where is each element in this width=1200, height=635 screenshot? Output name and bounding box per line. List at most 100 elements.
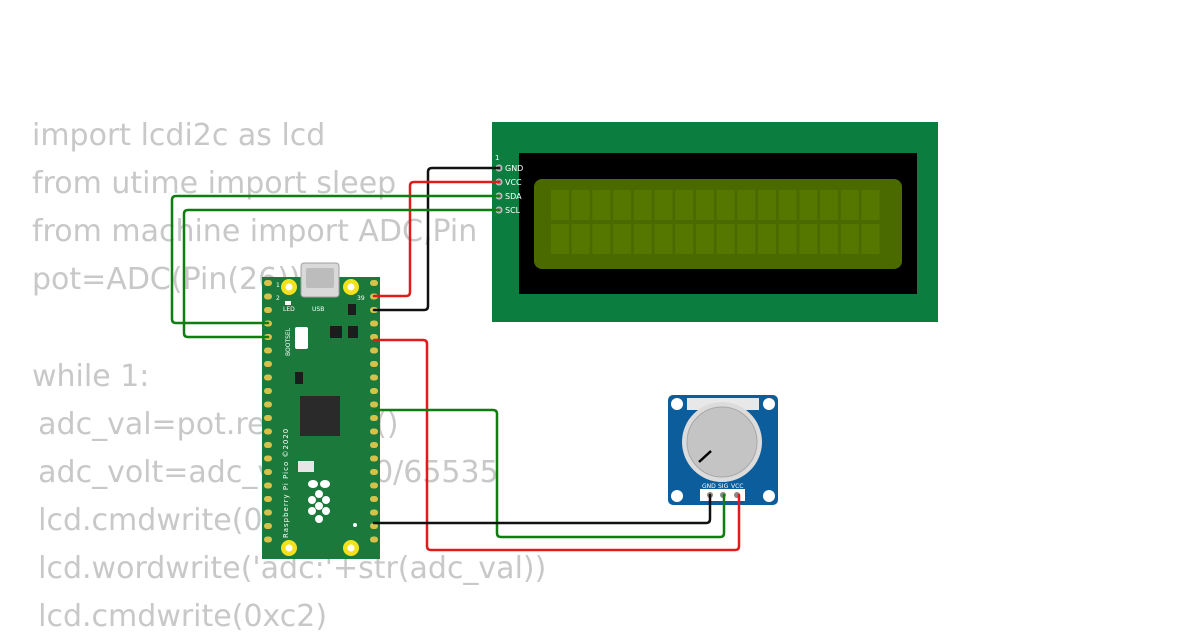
pin-number: 39 xyxy=(357,295,365,302)
header-pin[interactable] xyxy=(264,482,272,489)
header-pin[interactable] xyxy=(370,442,378,448)
smd-component xyxy=(295,372,303,384)
header-pin[interactable] xyxy=(264,280,272,286)
header-pin[interactable] xyxy=(370,388,378,394)
lcd-cell xyxy=(716,190,735,220)
header-pin[interactable] xyxy=(264,523,272,529)
lcd-cell xyxy=(571,224,590,254)
lcd-cell xyxy=(737,190,756,220)
pico-pin-rows xyxy=(264,280,378,543)
led-label: LED xyxy=(283,306,295,313)
bootsel-label: BOOTSEL xyxy=(285,327,292,356)
header-pin[interactable] xyxy=(264,347,272,354)
header-pin[interactable] xyxy=(264,536,272,543)
code-line: pot=ADC(Pin(26)) xyxy=(32,262,301,297)
header-pin[interactable] xyxy=(370,509,378,516)
lcd-pin-label: VCC xyxy=(505,178,522,187)
test-point xyxy=(353,523,357,527)
flash-chip xyxy=(298,461,314,472)
header-pin[interactable] xyxy=(370,401,378,408)
lcd-cell xyxy=(758,190,776,220)
header-pin[interactable] xyxy=(264,442,272,448)
lcd-cell xyxy=(716,224,735,254)
code-line: from machine import ADC,Pin xyxy=(32,214,478,249)
usb-connector-inner xyxy=(306,268,334,288)
header-pin[interactable] xyxy=(264,293,272,300)
led xyxy=(285,301,291,305)
header-pin[interactable] xyxy=(370,523,378,529)
raspberry-logo-icon xyxy=(308,480,330,523)
pin-number: 2 xyxy=(276,295,280,302)
lcd-cell xyxy=(592,190,611,220)
header-pin[interactable] xyxy=(264,374,272,381)
header-pin[interactable] xyxy=(370,280,378,286)
smd-component xyxy=(330,326,342,338)
code-line: lcd.cmdwrite(0xc2) xyxy=(0,599,328,634)
lcd-cell xyxy=(820,190,839,220)
wire-gnd-pot[interactable] xyxy=(372,493,712,525)
rp2040-chip xyxy=(300,396,340,436)
lcd-cell xyxy=(654,190,673,220)
header-pin[interactable] xyxy=(264,415,272,421)
header-pin[interactable] xyxy=(370,455,378,462)
pin-number: 1 xyxy=(276,282,280,289)
lcd-pin-label: SDA xyxy=(505,192,522,201)
lcd-cell xyxy=(737,224,756,254)
lcd-character-cells xyxy=(551,190,880,254)
raspberry-pi-pico[interactable]: LED USB 1 2 39 BOOTSEL Raspberry Pi Pico… xyxy=(262,262,380,559)
header-pin[interactable] xyxy=(370,536,378,543)
lcd-cell xyxy=(571,190,590,220)
smd-component xyxy=(348,304,356,315)
code-line: while 1: xyxy=(32,359,150,394)
wire-gnd-lcd[interactable] xyxy=(372,166,501,312)
lcd-cell xyxy=(840,190,859,220)
header-pin[interactable] xyxy=(264,469,272,475)
lcd-cell xyxy=(799,190,818,220)
potentiometer-module[interactable]: GND SIG VCC xyxy=(668,395,778,505)
code-line: import lcdi2c as lcd xyxy=(32,118,326,153)
header-pin[interactable] xyxy=(264,455,272,462)
header-pin[interactable] xyxy=(370,496,378,502)
wire-sda-lcd[interactable] xyxy=(170,194,501,325)
header-pin[interactable] xyxy=(264,361,272,367)
header-pin[interactable] xyxy=(370,482,378,489)
header-pin[interactable] xyxy=(370,469,378,475)
header-pin[interactable] xyxy=(370,374,378,381)
lcd-pin1-marker: 1 xyxy=(495,154,499,162)
lcd-cell xyxy=(675,190,694,220)
lcd-cell xyxy=(654,224,673,254)
header-pin[interactable] xyxy=(370,361,378,367)
pot-knob[interactable] xyxy=(686,406,758,478)
smd-component xyxy=(348,326,358,338)
lcd-pin-label: GND xyxy=(505,164,523,173)
pot-pin-label: VCC xyxy=(731,483,743,490)
header-pin[interactable] xyxy=(264,307,272,313)
header-pin[interactable] xyxy=(264,401,272,408)
wire-sig-pot[interactable] xyxy=(372,408,726,539)
lcd-cell xyxy=(778,224,797,254)
lcd-module[interactable]: 1 GND VCC SDA SCL xyxy=(492,122,938,322)
lcd-cell xyxy=(613,224,632,254)
lcd-cell xyxy=(861,190,880,220)
wires xyxy=(170,166,741,552)
bootsel-button[interactable] xyxy=(295,327,308,349)
header-pin[interactable] xyxy=(370,320,378,327)
wire-scl-lcd[interactable] xyxy=(182,208,501,339)
lcd-cell xyxy=(861,224,880,254)
lcd-cell xyxy=(551,190,569,220)
wire-vcc-pot[interactable] xyxy=(372,338,741,552)
lcd-cell xyxy=(695,190,714,220)
header-pin[interactable] xyxy=(370,334,378,340)
header-pin[interactable] xyxy=(264,496,272,502)
header-pin[interactable] xyxy=(264,428,272,435)
lcd-cell xyxy=(633,190,652,220)
header-pin[interactable] xyxy=(370,428,378,435)
header-pin[interactable] xyxy=(370,415,378,421)
header-pin[interactable] xyxy=(264,509,272,516)
wire-vcc-lcd[interactable] xyxy=(372,180,501,298)
header-pin[interactable] xyxy=(370,347,378,354)
lcd-cell xyxy=(840,224,859,254)
lcd-cell xyxy=(695,224,714,254)
header-pin[interactable] xyxy=(264,388,272,394)
